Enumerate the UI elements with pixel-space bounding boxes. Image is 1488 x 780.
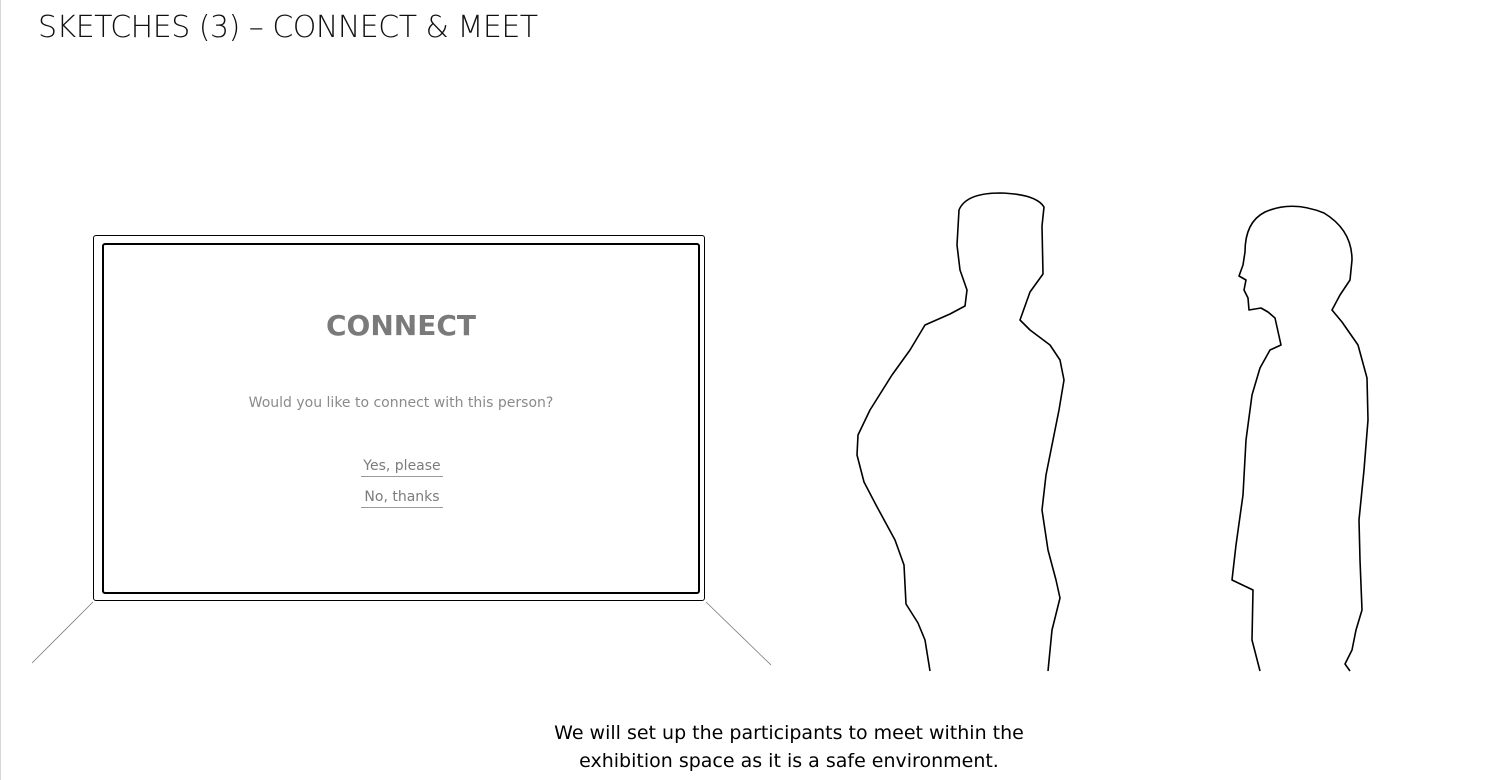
person-silhouette-left (856, 192, 1065, 672)
caption-line-1: We will set up the participants to meet … (554, 722, 1024, 744)
no-thanks-button[interactable]: No, thanks (361, 489, 443, 508)
caption-line-2: exhibition space as it is a safe environ… (579, 750, 999, 772)
person-silhouette-right (1231, 205, 1369, 672)
screen-perspective-line-left (31, 601, 94, 664)
page-title: SKETCHES (3) – CONNECT & MEET (38, 10, 538, 45)
display-screen-frame (93, 235, 705, 601)
screen-perspective-line-right (705, 601, 772, 666)
display-screen (102, 243, 700, 594)
page-left-border (0, 0, 1, 780)
yes-please-button[interactable]: Yes, please (361, 458, 443, 477)
screen-question: Would you like to connect with this pers… (248, 395, 554, 411)
screen-heading: CONNECT (326, 309, 476, 342)
caption: We will set up the participants to meet … (480, 719, 1098, 775)
